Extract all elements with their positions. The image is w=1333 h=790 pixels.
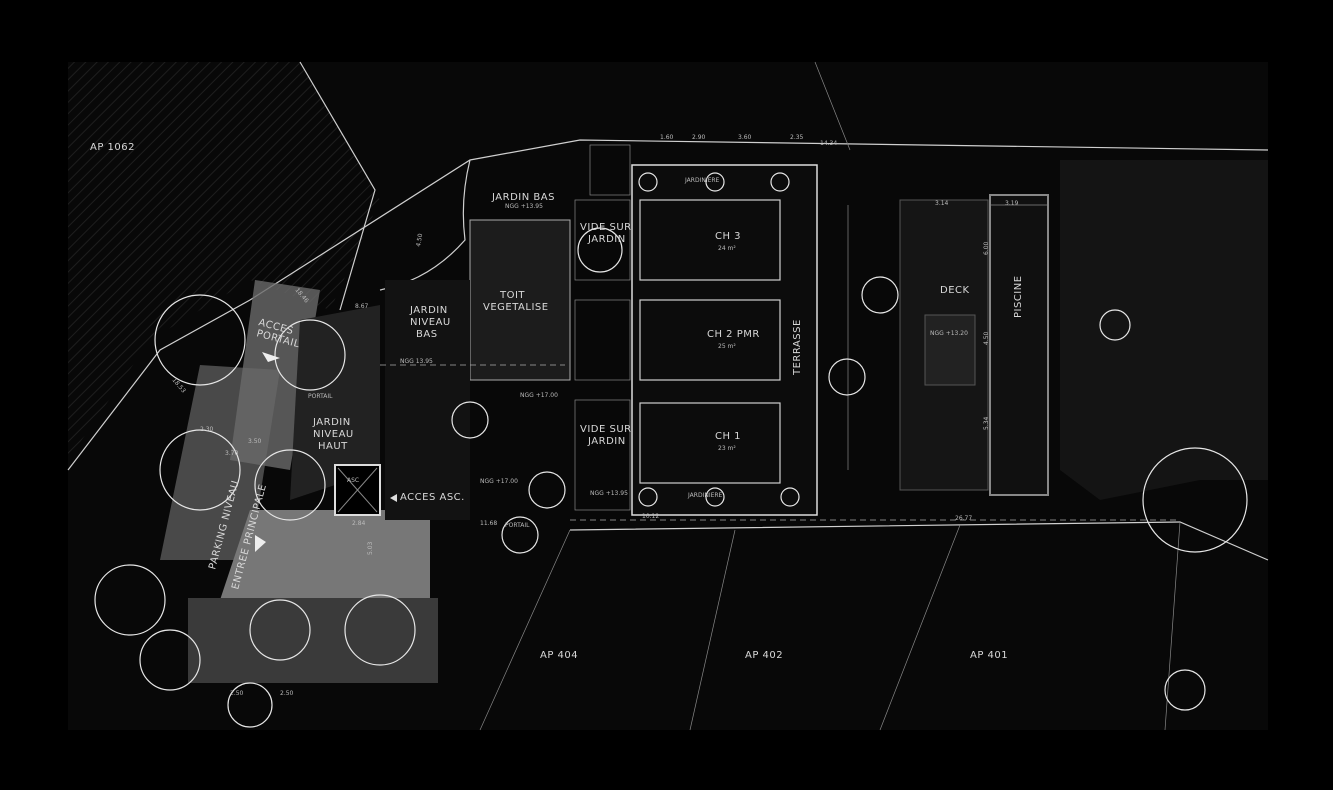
room-name: CH 1	[715, 431, 741, 442]
neighbour-plot-hatch	[68, 62, 380, 460]
label-piscine: PISCINE	[1013, 275, 1024, 318]
right-vegetation	[1060, 160, 1268, 500]
label-asc: ASC	[347, 477, 359, 484]
room-name: CH 3	[715, 231, 741, 242]
plot-label-ap402: AP 402	[745, 650, 783, 661]
label-vide-sur-jardin: JARDIN	[587, 436, 626, 447]
plot-boundary	[299, 61, 376, 311]
arrow-icon	[255, 535, 266, 552]
svg-text:1.60: 1.60	[660, 134, 674, 141]
label-jardin-niveau-bas: BAS	[416, 329, 438, 340]
svg-text:10.12: 10.12	[642, 513, 659, 520]
toit-vegetalise	[469, 219, 571, 381]
svg-text:14.34: 14.34	[820, 140, 837, 147]
svg-text:8.67: 8.67	[355, 303, 369, 310]
vide-top	[574, 199, 631, 281]
label-jardin-niveau-haut: NIVEAU	[313, 429, 354, 440]
label-ngg: NGG +17.00	[480, 478, 518, 485]
svg-text:2.50: 2.50	[280, 690, 294, 697]
jardin-niveau-haut-area	[290, 305, 380, 500]
svg-text:3.60: 3.60	[738, 134, 752, 141]
label-toit-vegetalise: VEGETALISE	[483, 302, 549, 313]
label-jardiniere: JARDINIERE	[684, 177, 720, 184]
label-ngg: NGG +13.95	[590, 490, 628, 497]
svg-text:3.14: 3.14	[935, 200, 949, 207]
svg-text:6.00: 6.00	[983, 241, 990, 255]
label-jardiniere: JARDINIERE	[687, 492, 723, 499]
svg-text:3.19: 3.19	[1005, 200, 1019, 207]
neighbour-boundaries	[479, 61, 1181, 731]
label-jardin-niveau-bas: NIVEAU	[410, 317, 451, 328]
svg-text:2.35: 2.35	[790, 134, 804, 141]
arrow-icon	[262, 352, 280, 362]
arrow-icon	[390, 494, 397, 502]
label-acces-asc: ACCES ASC.	[400, 492, 465, 503]
room-area: 25 m²	[718, 343, 736, 350]
label-ngg: NGG +13.20	[930, 330, 968, 337]
svg-text:2.90: 2.90	[692, 134, 706, 141]
jardin-niveau-bas-area	[385, 280, 470, 520]
plot-label-ap404: AP 404	[540, 650, 578, 661]
plot-boundary-top	[67, 139, 1269, 471]
svg-text:2.84: 2.84	[352, 520, 366, 527]
label-jardin-bas: JARDIN BAS	[491, 192, 555, 203]
label-ngg: NGG 13.95	[400, 358, 433, 365]
label-terrasse: TERRASSE	[792, 319, 803, 376]
label-portail: PORTAIL	[308, 393, 333, 400]
house-outline	[631, 164, 818, 516]
label-portail: PORTAIL	[505, 522, 530, 529]
svg-text:3.50: 3.50	[248, 438, 262, 445]
label-ngg: NGG +13.95	[505, 203, 543, 210]
svg-text:5.03: 5.03	[367, 541, 374, 555]
label-deck: DECK	[940, 285, 970, 296]
plot-label-ap1062: AP 1062	[90, 142, 135, 153]
svg-text:3.70: 3.70	[225, 450, 239, 457]
room-ch2	[639, 299, 781, 381]
room-ch1	[639, 402, 781, 484]
vide-bottom	[574, 399, 631, 511]
room-ch3	[639, 199, 781, 281]
svg-text:4.50: 4.50	[415, 233, 424, 248]
piscine	[989, 194, 1049, 496]
dimension-labels: 26.77 10.12 11.68 2.84 5.03 3.14 3.19 6.…	[170, 134, 1018, 697]
label-vide-sur-jardin: JARDIN	[587, 234, 626, 245]
svg-text:11.68: 11.68	[480, 520, 497, 527]
svg-text:26.77: 26.77	[955, 515, 972, 522]
plot-label-ap401: AP 401	[970, 650, 1008, 661]
trees	[94, 172, 1248, 728]
svg-text:5.34: 5.34	[983, 416, 990, 430]
label-jardin-niveau-haut: HAUT	[318, 441, 348, 452]
svg-text:2.30: 2.30	[200, 426, 214, 433]
label-vide-sur-jardin: VIDE SUR	[580, 424, 632, 435]
label-ngg: NGG +17.00	[520, 392, 558, 399]
svg-text:4.50: 4.50	[983, 331, 990, 345]
room-area: 24 m²	[718, 245, 736, 252]
room-area: 23 m²	[718, 445, 736, 452]
label-toit-vegetalise: TOIT	[499, 290, 525, 301]
svg-text:2.50: 2.50	[230, 690, 244, 697]
label-vide-sur-jardin: VIDE SUR	[580, 222, 632, 233]
parking-bays	[188, 598, 438, 683]
label-jardin-niveau-bas: JARDIN	[409, 305, 448, 316]
label-jardin-niveau-haut: JARDIN	[312, 417, 351, 428]
room-name: CH 2 PMR	[707, 329, 760, 340]
entree-principale-area	[220, 510, 430, 600]
